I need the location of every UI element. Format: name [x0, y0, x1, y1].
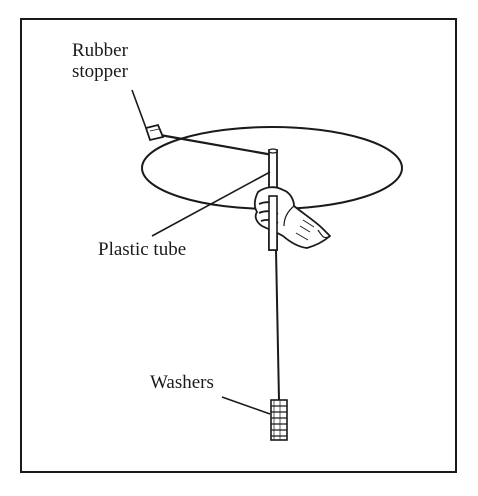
hand — [253, 186, 331, 249]
string-vertical — [275, 249, 280, 401]
washers — [270, 399, 288, 441]
tube-front-segment — [268, 195, 278, 251]
plastic-tube-label: Plastic tube — [98, 239, 187, 260]
rubber-stopper — [144, 123, 165, 142]
washers-leader-line — [221, 396, 271, 415]
string-horizontal — [159, 133, 274, 157]
washers-label: Washers — [150, 372, 214, 393]
rubber-stopper-label-line1: Rubber — [72, 40, 128, 61]
rubber-stopper-label: Rubber stopper — [72, 40, 128, 82]
figure-frame — [20, 18, 457, 473]
tube-leader-line — [151, 171, 271, 237]
stopper-leader-line — [131, 89, 147, 129]
rubber-stopper-label-line2: stopper — [72, 61, 128, 82]
